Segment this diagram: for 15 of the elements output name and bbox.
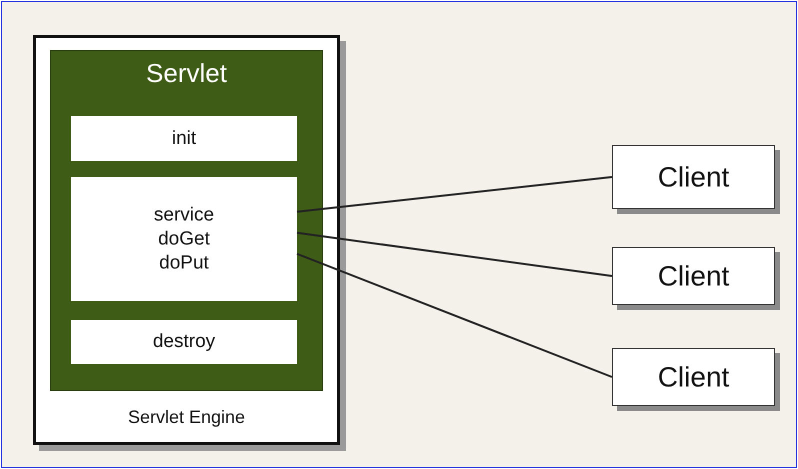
method-label: init [170,126,198,150]
connector-line [296,232,612,277]
method-box [71,177,297,301]
method-box [71,116,297,161]
method-box [71,320,297,364]
client-label: Client [656,260,730,294]
method-label: service doGet doPut [152,203,216,275]
connector-line [296,176,612,213]
method-label: destroy [152,330,216,354]
engine-label: Servlet Engine [126,406,246,428]
servlet-panel [50,50,323,391]
servlet-title: Servlet [145,57,228,90]
client-label: Client [656,160,730,194]
client-label: Client [656,360,730,394]
connector-line [296,252,612,378]
